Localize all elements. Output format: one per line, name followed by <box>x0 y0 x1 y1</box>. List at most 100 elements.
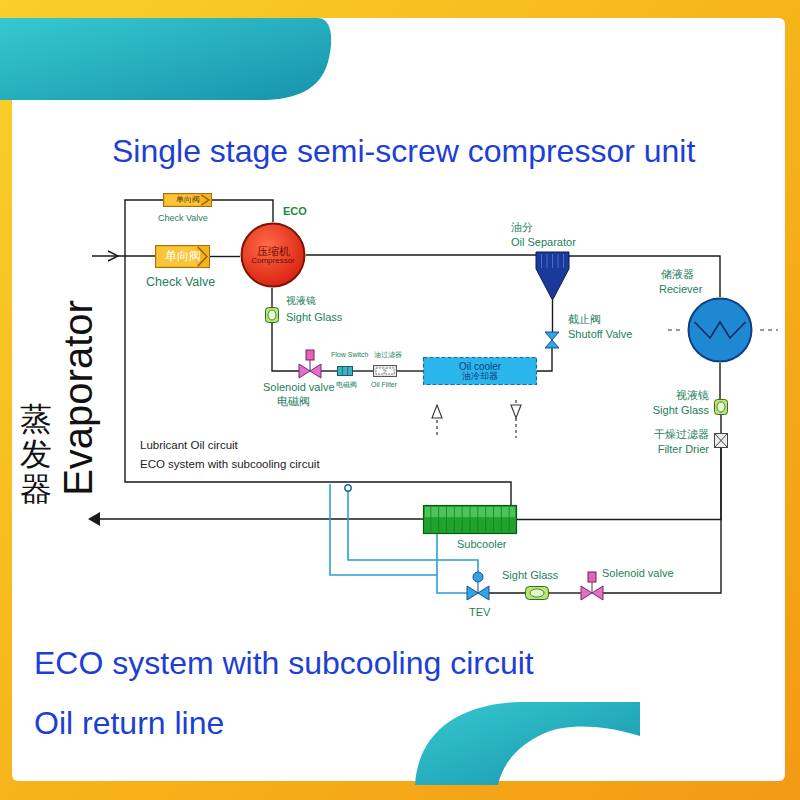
shape-part <box>541 254 542 268</box>
dash-mark <box>760 329 778 330</box>
pipe-connector <box>720 363 721 399</box>
shape-part <box>715 434 727 447</box>
shape-part <box>306 350 314 360</box>
shape-part <box>310 360 311 371</box>
filter-drier: 干燥过滤器Filter Drier <box>714 433 728 448</box>
sight-glass-shape <box>714 399 728 415</box>
pipe-line <box>272 323 299 371</box>
pipe-connector <box>397 371 423 372</box>
pipe-line <box>210 256 240 257</box>
shape-part <box>242 224 305 287</box>
component-label: 油分 <box>511 221 533 234</box>
shutoff-valve-shape <box>545 332 559 348</box>
teal-blob <box>415 702 640 785</box>
shape-part <box>715 400 728 415</box>
receiver-vessel: 储液器Reciever <box>687 297 753 363</box>
shape-part <box>592 582 593 593</box>
component-label: 油过滤器 <box>374 351 402 359</box>
shape-part <box>467 586 478 600</box>
subcooler-box: Subcooler <box>423 505 517 534</box>
water-line <box>436 420 437 438</box>
shape-part <box>470 507 471 532</box>
pipe-connector <box>517 448 721 520</box>
component-label: Oil Separator <box>511 236 576 249</box>
pipe-line <box>489 592 525 593</box>
check-valve: 单向阀Check Valve <box>155 245 210 268</box>
pipe-line <box>720 415 721 433</box>
shape-part <box>376 368 384 374</box>
pipe-connector <box>306 255 536 256</box>
component-label: 压缩机 <box>257 245 290 257</box>
shape-part <box>268 310 276 320</box>
suction-line <box>92 255 155 256</box>
shape-part <box>485 507 486 532</box>
shape-part <box>446 507 447 532</box>
inner-text-group: Oil cooler油冷却器 <box>423 357 537 385</box>
teal-blob <box>0 18 331 100</box>
component-label: 视液镜 <box>286 295 316 307</box>
liquid-line <box>100 518 423 519</box>
white-panel <box>12 18 785 781</box>
pipe-connector <box>552 300 553 332</box>
water-arrow <box>511 405 521 418</box>
shape-part <box>547 254 548 268</box>
component-label: 电磁阀 <box>336 381 357 389</box>
shutoff-valve: 截止阀Shutoff Valve <box>545 332 559 348</box>
component-label: Flow Switch <box>331 351 368 359</box>
oil-separator-shape <box>536 252 569 300</box>
shape-part <box>715 434 727 447</box>
shape-part <box>266 308 279 323</box>
component-label: Shutoff Valve <box>568 328 632 341</box>
shape-part <box>558 254 559 268</box>
shape-part <box>424 358 537 385</box>
component-label: 视液镜 <box>676 389 709 402</box>
component-label: Solenoid valve <box>602 567 674 580</box>
water-arrow <box>432 405 442 418</box>
shape-part <box>430 507 431 532</box>
shape-part <box>462 507 463 532</box>
component-label: Check Valve <box>146 275 215 289</box>
component-label: Compressor <box>251 257 295 266</box>
sensor-dot <box>345 485 351 491</box>
shape-part <box>473 572 483 582</box>
flow-arrowhead <box>88 512 100 526</box>
component-label: 电磁阀 <box>277 395 310 408</box>
component-label: Subcooler <box>457 538 507 551</box>
pipe-line <box>549 592 581 593</box>
pipe-line <box>537 348 552 371</box>
shape-part <box>545 340 559 348</box>
oil-cooler: Oil cooler油冷却器 <box>423 357 537 385</box>
solenoid-valve: Solenoid valve电磁阀 <box>299 364 321 378</box>
pipe-connector <box>721 415 722 433</box>
rotated-label: Evaporator <box>55 300 101 496</box>
text-label: Lubricant Oil circuit <box>140 439 238 452</box>
component-label: Check Valve <box>158 213 208 223</box>
compressor-circle: ECO压缩机Compressor <box>240 222 306 288</box>
shape-part <box>347 367 348 375</box>
component-label: 油冷却器 <box>462 372 498 382</box>
shape-part <box>310 364 321 378</box>
oil-filter-shape <box>373 365 397 377</box>
pipe-line <box>397 370 423 371</box>
component-label: Sight Glass <box>286 311 342 324</box>
sight-glass-shape <box>525 586 549 600</box>
component-label: 截止阀 <box>568 313 601 326</box>
solenoid-valve: Solenoid valve <box>581 586 603 600</box>
shape-part <box>581 586 592 600</box>
pipe-line <box>212 200 273 222</box>
filter-drier-shape <box>714 433 728 448</box>
shape-part <box>689 299 752 362</box>
shape-part <box>526 587 549 600</box>
pipe-line <box>719 363 720 399</box>
shape-part <box>478 586 489 600</box>
shape-part <box>509 507 510 532</box>
oil-separator: 油分Oil Separator <box>536 252 569 300</box>
shape-part <box>563 254 564 268</box>
pipe-connector <box>272 323 299 371</box>
flow-switch: Flow Switch电磁阀 <box>337 366 353 376</box>
shape-part <box>201 195 209 205</box>
sight-glass-shape <box>265 307 279 323</box>
receiver-vessel-shape <box>687 297 753 363</box>
pipe-line <box>125 200 511 505</box>
